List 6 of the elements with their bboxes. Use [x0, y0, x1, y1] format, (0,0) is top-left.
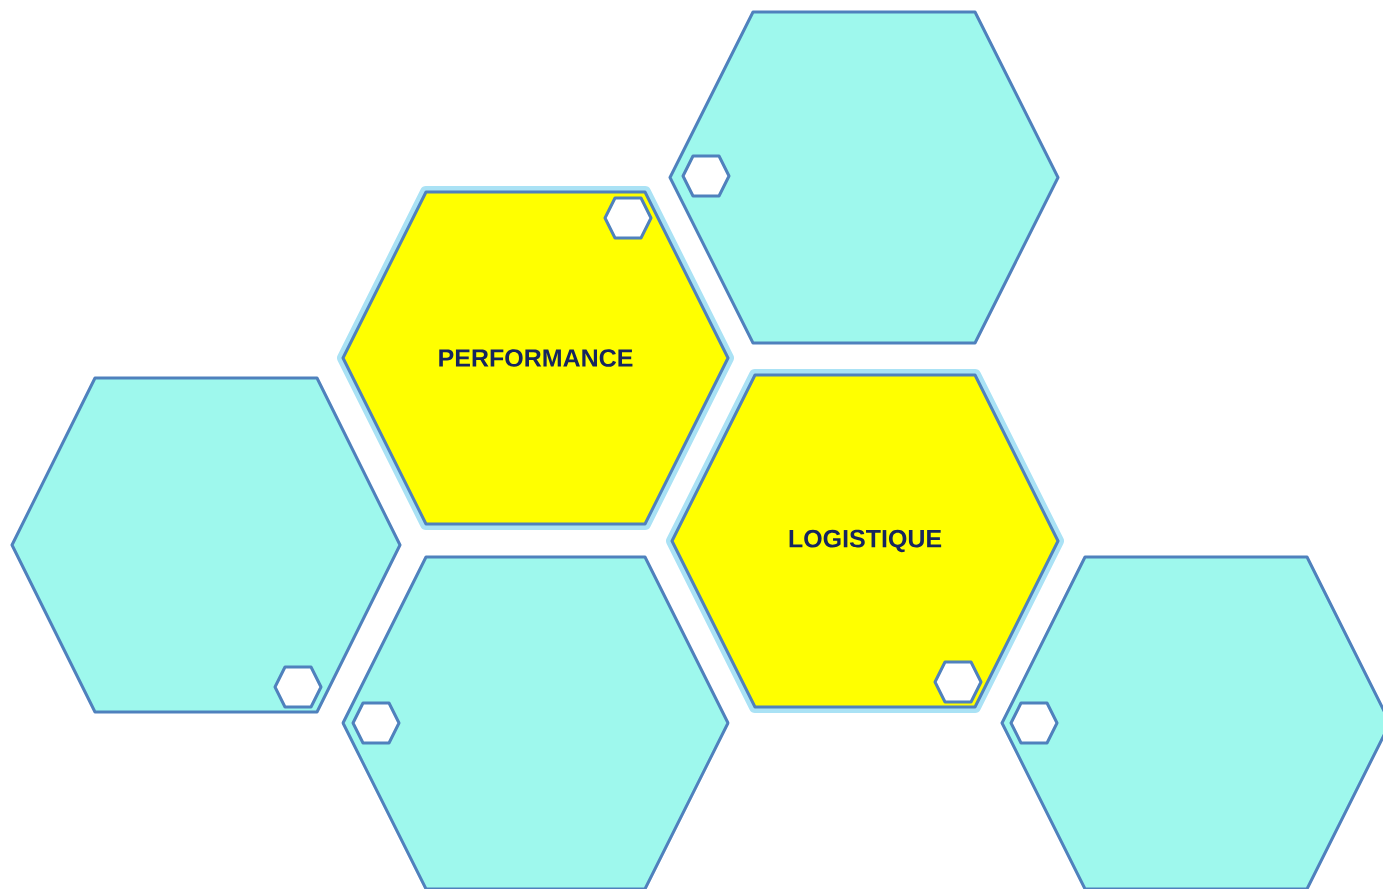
hexagon-box: LOGISTIQUE [666, 369, 1064, 713]
hexagon [10, 376, 402, 714]
hexagon [1000, 555, 1383, 889]
hexagon-box: PERFORMANCE [337, 186, 734, 530]
hexagon [341, 555, 730, 889]
hexagon [668, 10, 1060, 345]
